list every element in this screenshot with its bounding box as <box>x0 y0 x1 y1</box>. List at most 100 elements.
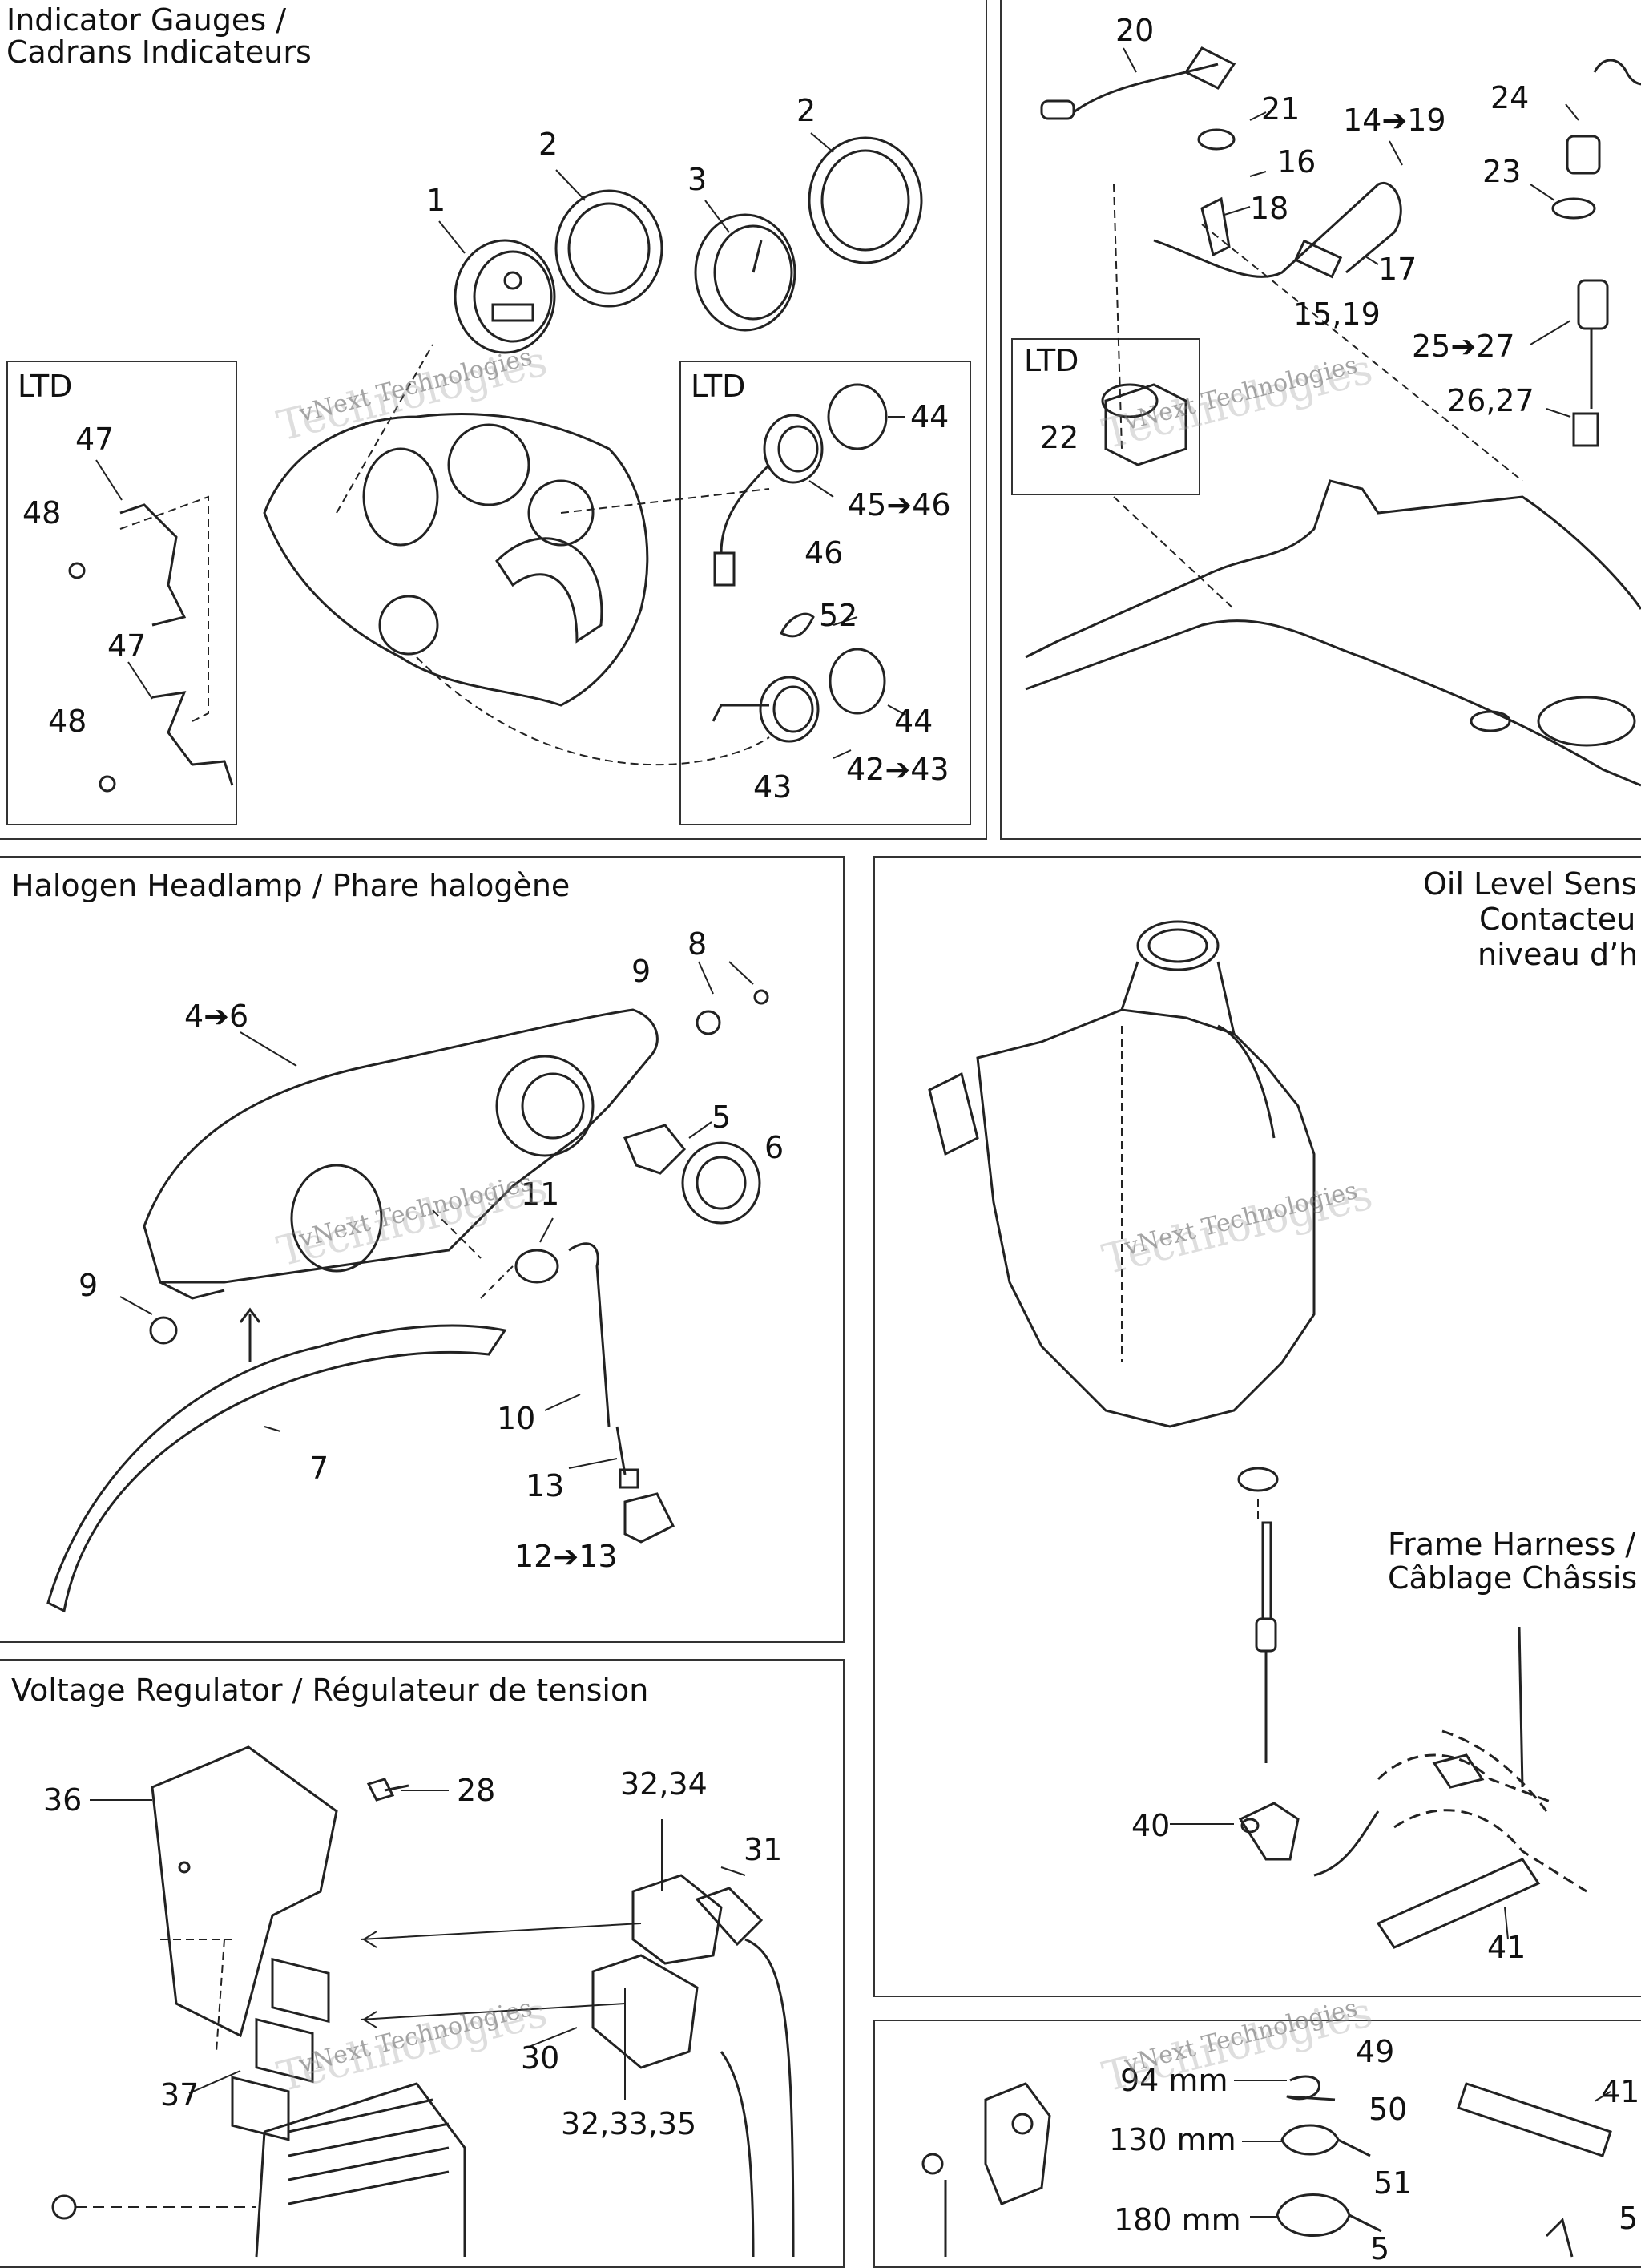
callout-4-6: 4➔6 <box>184 999 249 1034</box>
clip-52 <box>779 612 815 638</box>
gauge-1-drawing <box>454 239 556 354</box>
callout-2-left: 2 <box>538 127 558 162</box>
nut-48-upper <box>68 562 86 579</box>
callout-48-lower: 48 <box>48 704 87 739</box>
callout-50: 50 <box>1369 2092 1408 2127</box>
tie-length-94: 94 mm <box>1120 2063 1228 2098</box>
headlamp-housing-drawing <box>143 1008 659 1300</box>
callout-32-34: 32,34 <box>620 1766 708 1802</box>
callout-5x-right: 5 <box>1619 2201 1639 2236</box>
retainer-6 <box>681 1141 761 1225</box>
callout-44-lower: 44 <box>894 704 933 739</box>
frame-harness-line2: Câblage Châssis <box>1388 1560 1638 1596</box>
sensor-25-27 <box>1577 279 1609 330</box>
oil-sensor-40 <box>1238 1802 1300 1861</box>
bezel-ring-right <box>808 136 923 264</box>
connector-32-33-35 <box>591 1954 699 2069</box>
connector-31 <box>695 1887 764 1947</box>
bulb-5 <box>623 1124 687 1175</box>
callout-9-lower: 9 <box>79 1268 99 1303</box>
callout-7: 7 <box>309 1451 329 1486</box>
callout-5x-left: 5 <box>1370 2231 1390 2266</box>
gauge-3-drawing <box>694 213 796 332</box>
ltd-label-top-right: LTD <box>1024 343 1079 378</box>
tie-length-130: 130 mm <box>1109 2122 1236 2157</box>
small-ring-44-upper <box>827 383 888 450</box>
regulator-body <box>255 2082 466 2258</box>
callout-17: 17 <box>1378 252 1417 287</box>
callout-28: 28 <box>457 1773 496 1808</box>
oil-title-line2: Contacteu <box>1479 902 1636 937</box>
nut-8 <box>753 989 769 1005</box>
panel-voltage-regulator <box>0 1659 845 2268</box>
callout-44-upper: 44 <box>910 399 950 434</box>
cable-20 <box>1073 63 1219 114</box>
headlamp-title: Halogen Headlamp / Phare halogène <box>11 868 571 903</box>
callout-47-upper: 47 <box>75 422 115 457</box>
spring-cable-24 <box>1593 59 1641 86</box>
callout-49: 49 <box>1356 2034 1395 2069</box>
callout-9-upper: 9 <box>631 954 651 989</box>
callout-47-lower: 47 <box>107 628 147 664</box>
fuse-15-19 <box>1293 239 1343 279</box>
bracket-47-lower <box>151 691 234 786</box>
callout-24: 24 <box>1490 80 1530 115</box>
ltd-label-right: LTD <box>691 369 746 404</box>
grommet-11 <box>514 1249 559 1284</box>
small-ring-44-lower <box>829 648 886 715</box>
callout-46: 46 <box>804 535 844 571</box>
callout-40: 40 <box>1131 1808 1171 1843</box>
gauges-title-en: Indicator Gauges / <box>6 2 286 38</box>
edge-trim-5x <box>1545 2218 1574 2258</box>
callout-16: 16 <box>1277 144 1316 180</box>
ltd-box-left <box>6 361 237 825</box>
ltd-box-top-right <box>1011 338 1200 495</box>
callout-10: 10 <box>497 1401 536 1436</box>
callout-52: 52 <box>819 598 858 633</box>
callout-32-33-35: 32,33,35 <box>561 2106 697 2141</box>
frame-harness-drawing <box>1377 1729 1587 1893</box>
callout-6: 6 <box>764 1130 784 1165</box>
callout-37: 37 <box>160 2077 200 2113</box>
frame-harness-line1: Frame Harness / <box>1388 1527 1636 1562</box>
callout-8: 8 <box>687 926 708 962</box>
callout-48-upper: 48 <box>22 495 62 531</box>
grommet-9-lower <box>149 1316 178 1345</box>
nut-48-lower <box>99 775 116 793</box>
oil-sensor-rod <box>1261 1521 1272 1620</box>
callout-26-27: 26,27 <box>1447 383 1534 418</box>
callout-23: 23 <box>1482 154 1522 189</box>
callout-14-19: 14➔19 <box>1343 103 1446 138</box>
callout-25-27: 25➔27 <box>1412 329 1515 364</box>
panel-indicator-gauges <box>0 0 987 840</box>
gauge-housing-drawing <box>263 412 649 707</box>
clip-bracket <box>984 2082 1051 2205</box>
ltd-box-right <box>679 361 971 825</box>
oil-tank-drawing <box>928 920 1316 1428</box>
callout-12-13: 12➔13 <box>514 1539 618 1574</box>
connector-32-34 <box>631 1874 723 1965</box>
protective-sleeve-41 <box>1376 1858 1541 1949</box>
panel-halogen-headlamp <box>0 856 845 1643</box>
callout-42-43: 42➔43 <box>846 752 950 787</box>
vent-hose-10 <box>568 1242 611 1427</box>
connector-12 <box>623 1492 675 1544</box>
cable-tie-50 <box>1280 2124 1371 2157</box>
connector-13 <box>619 1468 639 1489</box>
push-rivet <box>921 2153 944 2175</box>
callout-1: 1 <box>426 183 446 218</box>
callout-30: 30 <box>521 2040 560 2076</box>
cable-tie-51 <box>1276 2193 1382 2237</box>
edge-trim-41 <box>1457 2082 1612 2157</box>
key-16-18 <box>1200 196 1231 257</box>
panel-cable-ties <box>873 2020 1641 2268</box>
screw-regulator <box>51 2194 77 2220</box>
callout-2-right: 2 <box>796 93 816 128</box>
regulator-title: Voltage Regulator / Régulateur de tensio… <box>11 1673 649 1708</box>
gauges-title-fr: Cadrans Indicateurs <box>6 34 312 70</box>
ignition-switch-22 <box>1104 383 1187 466</box>
callout-21: 21 <box>1261 91 1300 127</box>
spacer-lower <box>231 2076 290 2141</box>
bracket-36 <box>151 1745 338 2038</box>
